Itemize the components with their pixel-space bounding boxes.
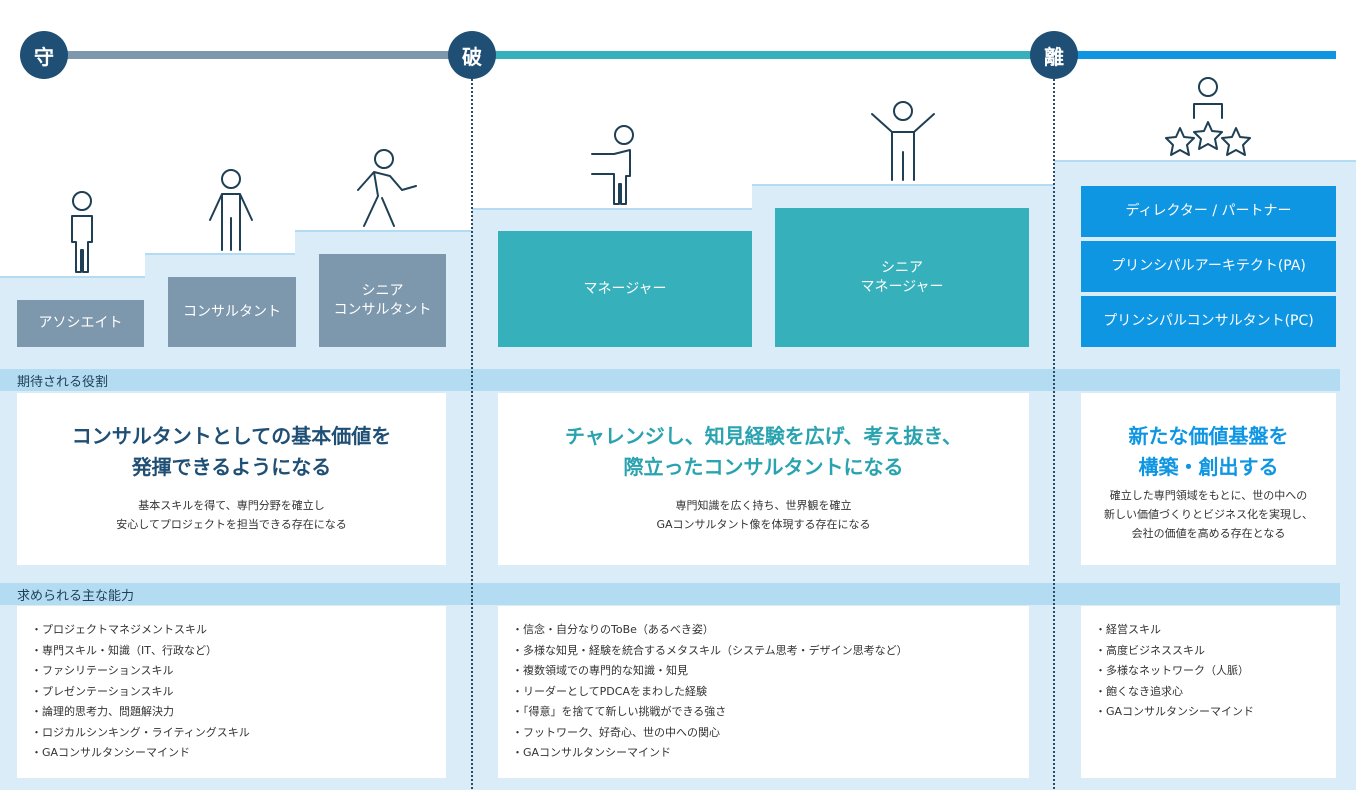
phase-divider <box>1053 79 1055 789</box>
role-director-partner: ディレクター / パートナー <box>1081 186 1336 237</box>
expectation-headline: コンサルタントとしての基本価値を 発揮できるようになる <box>71 424 392 479</box>
person-with-stars-icon <box>1165 77 1251 156</box>
skill-item: ・論理的思考力、問題解決力 <box>31 705 174 718</box>
role-senior-consultant: シニア コンサルタント <box>319 254 446 347</box>
skill-item: ・専門スキル・知識（IT、行政など） <box>31 643 217 657</box>
skills-card-shu: ・プロジェクトマネジメントスキル ・専門スキル・知識（IT、行政など） ・ファシ… <box>17 606 446 778</box>
skills-card-ha: ・信念・自分なりのToBe（あるべき姿） ・多様な知見・経験を統合するメタスキル… <box>498 606 1029 778</box>
role-consultant: コンサルタント <box>168 277 296 347</box>
phase-divider <box>471 79 473 789</box>
skill-item: ・ファシリテーションスキル <box>31 664 174 677</box>
phase-circle-ha: 破 <box>448 31 496 79</box>
role-senior-manager: シニア マネージャー <box>775 208 1029 347</box>
section-header-expected-role: 期待される役割 <box>0 369 1340 391</box>
stair-edge <box>0 276 145 278</box>
section-header-required-skills: 求められる主な能力 <box>0 583 1340 605</box>
expectation-description: 確立した専門領域をもとに、世の中への 新しい価値づくりとビジネス化を実現し、 会… <box>1104 489 1313 540</box>
person-arms-up-icon <box>871 101 935 181</box>
expectation-card-ri: 新たな価値基盤を 構築・創出する 確立した専門領域をもとに、世の中への 新しい価… <box>1081 393 1336 565</box>
role-associate: アソシエイト <box>17 300 144 347</box>
role-principal-consultant: プリンシパルコンサルタント(PC) <box>1081 296 1336 347</box>
phase-line-ha <box>472 51 1054 59</box>
expectation-headline: 新たな価値基盤を 構築・創出する <box>1128 424 1289 479</box>
person-pointing-icon <box>591 125 634 205</box>
expectation-description: 専門知識を広く持ち、世界観を確立 GAコンサルタント像を体現する存在になる <box>656 499 871 531</box>
skill-item: ・経営スキル <box>1095 623 1161 636</box>
expectation-description: 基本スキルを得て、専門分野を確立し 安心してプロジェクトを担当できる存在になる <box>116 499 347 531</box>
stair-edge <box>1054 160 1356 162</box>
skill-item: ・多様なネットワーク（人脈） <box>1095 664 1249 677</box>
role-manager: マネージャー <box>498 231 752 347</box>
person-standing-icon <box>71 191 93 273</box>
expectation-card-ha: チャレンジし、知見経験を広げ、考え抜き、 際立ったコンサルタントになる 専門知識… <box>498 393 1029 565</box>
skill-item: ・フットワーク、好奇心、世の中への関心 <box>512 725 721 739</box>
skill-item: ・GAコンサルタンシーマインド <box>1095 705 1255 718</box>
skill-item: ・ロジカルシンキング・ライティングスキル <box>31 725 250 739</box>
stair-edge <box>472 208 752 210</box>
skill-item: ・多様な知見・経験を統合するメタスキル（システム思考・デザイン思考など） <box>512 643 908 657</box>
stair-edge <box>752 184 1054 186</box>
skill-item: ・リーダーとしてPDCAをまわした経験 <box>512 684 707 698</box>
skill-item: ・高度ビジネススキル <box>1095 643 1205 657</box>
expectation-card-shu: コンサルタントとしての基本価値を 発揮できるようになる 基本スキルを得て、専門分… <box>17 393 446 565</box>
skill-item: ・信念・自分なりのToBe（あるべき姿） <box>512 623 714 636</box>
expectation-headline: チャレンジし、知見経験を広げ、考え抜き、 際立ったコンサルタントになる <box>565 424 962 479</box>
skills-card-ri: ・経営スキル ・高度ビジネススキル ・多様なネットワーク（人脈） ・飽くなき追求… <box>1081 606 1336 778</box>
stair-edge <box>145 253 295 255</box>
phase-circle-ri: 離 <box>1030 31 1078 79</box>
skill-item: ・GAコンサルタンシーマインド <box>512 746 672 759</box>
skill-item: ・GAコンサルタンシーマインド <box>31 746 191 759</box>
phase-line-ri <box>1054 51 1336 59</box>
phase-line-shu <box>44 51 472 59</box>
stair-edge <box>295 230 472 232</box>
skill-item: ・プロジェクトマネジメントスキル <box>31 623 207 636</box>
person-arms-down-icon <box>209 169 253 251</box>
skill-item: ・飽くなき追求心 <box>1095 684 1183 698</box>
role-principal-architect: プリンシパルアーキテクト(PA) <box>1081 241 1336 292</box>
skill-item: ・プレゼンテーションスキル <box>31 684 174 698</box>
skill-item: ・複数領域での専門的な知識・知見 <box>512 664 688 677</box>
person-walking-icon <box>357 149 417 227</box>
phase-circle-shu: 守 <box>20 31 68 79</box>
skill-item: ・「得意」を捨てて新しい挑戦ができる強さ <box>512 705 727 718</box>
